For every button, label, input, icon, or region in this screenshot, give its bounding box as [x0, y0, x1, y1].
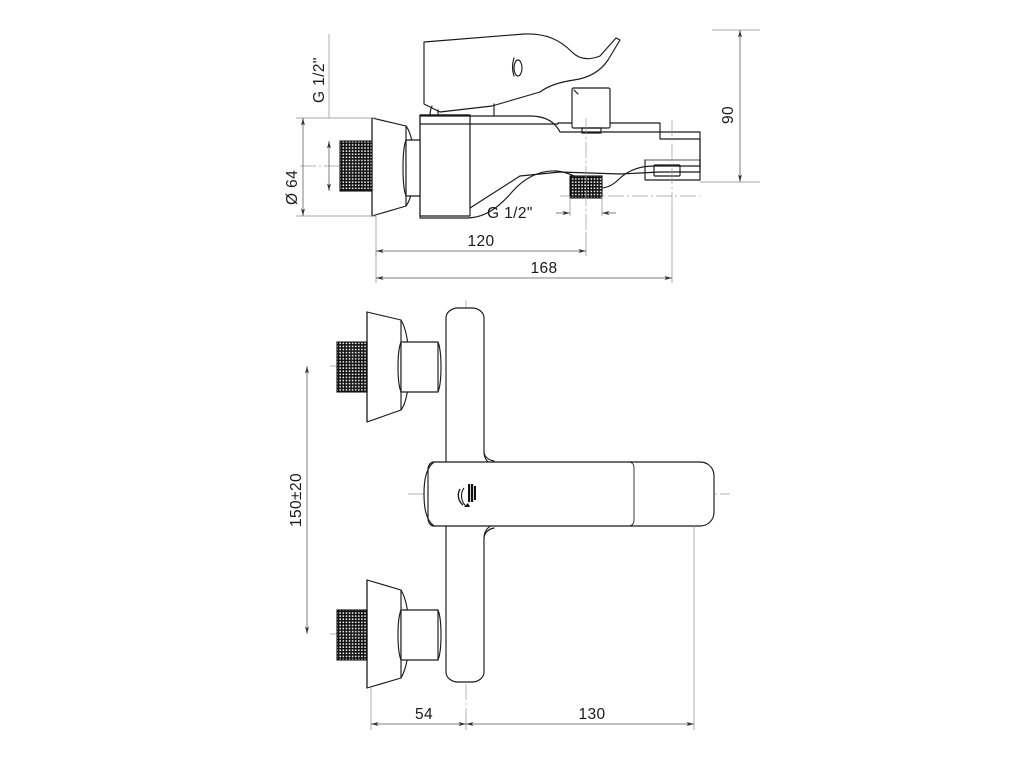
body-shoulder-line: [419, 115, 701, 133]
side-inlet-nut: [405, 139, 421, 197]
spout-nose: [644, 159, 701, 181]
dim-label-width-130: 130: [578, 706, 605, 723]
dim-label-height-90: 90: [720, 106, 737, 124]
front-top-inlet-nut-curve-right: [437, 341, 442, 393]
side-flange-cone: [371, 117, 407, 217]
lever-handle: [423, 33, 621, 113]
spout-aerator-insert: [653, 164, 681, 177]
lever-pivot-ellipse: [513, 59, 523, 77]
front-bottom-thread-knurl: [336, 609, 368, 661]
brand-logo: [457, 484, 476, 507]
front-lever-left-cap: [423, 461, 435, 527]
front-fillet-upper: [483, 451, 495, 462]
front-top-inlet-nut-curve: [397, 341, 402, 393]
inlet-thread-knurl: [339, 140, 373, 192]
front-view-group: 150±20 54 130: [288, 300, 730, 730]
dim-label-diameter-64: Ø 64: [284, 170, 301, 205]
front-bottom-inlet-nut: [400, 609, 439, 661]
dim-label-depth-120: 120: [467, 233, 494, 250]
dim-label-g-half-spout: G 1/2": [487, 205, 533, 222]
front-top-thread-knurl: [336, 341, 368, 393]
body-wall-block: [419, 114, 471, 217]
dim-label-width-54: 54: [415, 706, 433, 723]
side-inlet-nut-curve: [402, 139, 407, 197]
dim-label-centres-150: 150±20: [288, 473, 305, 527]
front-bottom-flange-cone: [366, 579, 402, 689]
lever-base-fillet: [429, 105, 433, 117]
front-lever-body: [427, 461, 715, 527]
lever-pivot-arc: [511, 57, 515, 77]
lever-base-collar: [437, 103, 495, 117]
diverter-knob-corner: [573, 89, 579, 95]
front-lever-face-split: [434, 461, 635, 527]
front-fillet-lower: [483, 527, 495, 539]
diverter-knob-base: [581, 127, 602, 134]
front-top-inlet-nut: [400, 341, 439, 393]
front-bottom-inlet-nut-curve-right: [437, 609, 442, 661]
front-top-flange-cone: [366, 311, 402, 423]
dim-label-depth-168: 168: [530, 260, 557, 277]
front-bottom-inlet-nut-curve: [397, 609, 402, 661]
side-view-group: G 1/2" Ø 64 90 G 1/2" 120 168: [284, 29, 760, 283]
dim-label-g-half-top: G 1/2": [311, 57, 328, 103]
